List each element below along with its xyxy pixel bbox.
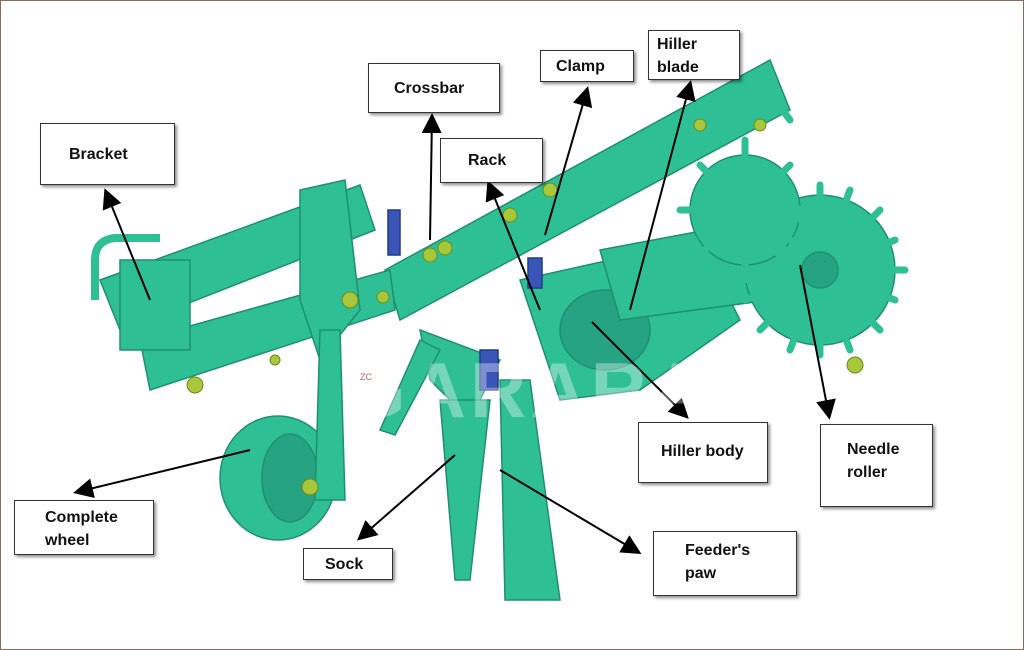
bracket-part	[119, 259, 191, 351]
label-text: Clamp	[556, 58, 605, 75]
label-text: Complete wheel	[45, 509, 118, 549]
label-text: Rack	[468, 152, 507, 169]
arrow-clamp	[544, 86, 593, 236]
label-hiller-blade: Hiller blade	[648, 30, 740, 80]
arrow-hiller-blade	[629, 80, 696, 311]
label-text: Sock	[325, 556, 364, 573]
feeders-paw-part	[499, 379, 561, 601]
arrow-complete-wheel	[73, 449, 251, 498]
arrow-rack	[485, 180, 541, 311]
arrow-feeders-paw	[499, 469, 642, 555]
wheel-arm	[314, 329, 346, 501]
label-complete-wheel: Complete wheel	[14, 500, 154, 555]
label-needle-roller: Needle roller	[820, 424, 933, 507]
arrow-bracket	[102, 188, 151, 301]
label-text: Bracket	[69, 146, 128, 163]
arrow-sock	[356, 454, 456, 541]
label-text: Hiller body	[661, 443, 744, 460]
machine	[91, 58, 909, 601]
arrow-needle-roller	[799, 264, 836, 420]
label-text: Feeder's paw	[685, 542, 751, 582]
label-text: Needle roller	[847, 441, 900, 481]
tine	[378, 338, 442, 436]
label-feeders-paw: Feeder's paw	[653, 531, 797, 596]
sock-part	[439, 399, 491, 581]
label-rack: Rack	[440, 138, 543, 183]
label-text: Crossbar	[394, 80, 465, 97]
label-hiller-body: Hiller body	[638, 422, 768, 483]
label-sock: Sock	[303, 548, 393, 580]
label-clamp: Clamp	[540, 50, 634, 82]
main-beam	[384, 58, 791, 322]
arrows	[73, 80, 836, 555]
arrow-hiller-body	[591, 321, 689, 419]
watermark: GARARAT	[345, 346, 758, 434]
axis-label: ZC	[360, 372, 372, 382]
arrow-crossbar	[421, 113, 442, 241]
handle	[91, 234, 160, 300]
label-crossbar: Crossbar	[368, 63, 500, 113]
label-bracket: Bracket	[40, 123, 175, 185]
label-text: Hiller blade	[657, 36, 699, 76]
